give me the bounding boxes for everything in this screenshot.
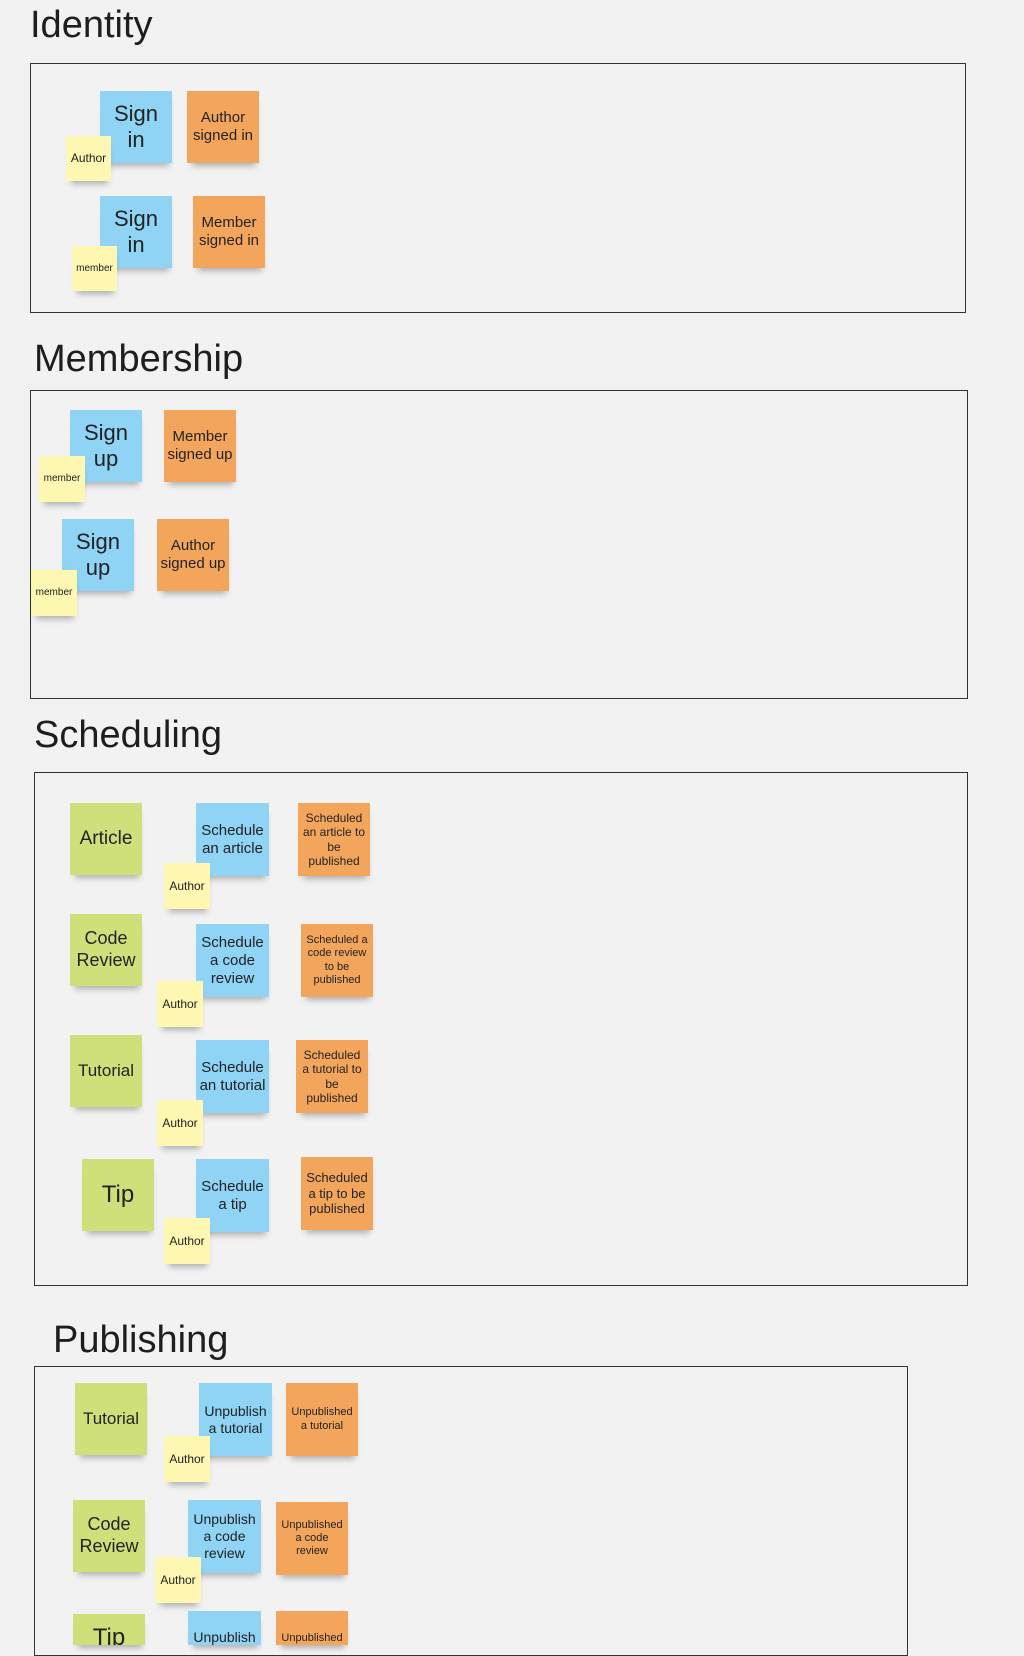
- membership-frame[interactable]: [30, 390, 968, 699]
- identity-frame[interactable]: [30, 63, 966, 313]
- event-sticky-member-signed-up[interactable]: Member signed up: [164, 410, 236, 482]
- actor-sticky-member[interactable]: member: [72, 246, 117, 291]
- actor-sticky-author[interactable]: Author: [164, 1436, 210, 1482]
- actor-sticky-author[interactable]: Author: [157, 981, 203, 1027]
- actor-sticky-author[interactable]: Author: [164, 863, 210, 909]
- command-sticky-unpublish-tutorial[interactable]: Unpublish a tutorial: [199, 1383, 272, 1456]
- aggregate-sticky-tip[interactable]: Tip: [73, 1614, 145, 1645]
- event-sticky-unpublished-code-review[interactable]: Unpublished a code review: [276, 1502, 348, 1575]
- actor-sticky-author[interactable]: Author: [155, 1557, 201, 1603]
- actor-sticky-member[interactable]: member: [31, 570, 77, 616]
- command-sticky-sign-in[interactable]: Sign in: [100, 91, 172, 163]
- event-sticky-unpublished[interactable]: Unpublished: [276, 1611, 348, 1645]
- command-sticky-schedule-tutorial[interactable]: Schedule an tutorial: [196, 1040, 269, 1113]
- command-sticky-unpublish-code-review[interactable]: Unpublish a code review: [188, 1500, 261, 1573]
- actor-sticky-author[interactable]: Author: [164, 1218, 210, 1264]
- actor-sticky-author[interactable]: Author: [66, 136, 111, 181]
- actor-sticky-author[interactable]: Author: [157, 1100, 203, 1146]
- section-title-scheduling: Scheduling: [34, 714, 223, 756]
- aggregate-sticky-tip[interactable]: Tip: [82, 1159, 154, 1231]
- actor-sticky-member[interactable]: member: [39, 456, 85, 502]
- aggregate-sticky-code-review[interactable]: Code Review: [70, 914, 142, 986]
- event-sticky-unpublished-tutorial[interactable]: Unpublished a tutorial: [286, 1383, 358, 1456]
- event-sticky-scheduled-tutorial[interactable]: Scheduled a tutorial to be published: [296, 1040, 368, 1113]
- scheduling-frame[interactable]: [34, 772, 968, 1286]
- event-sticky-scheduled-article[interactable]: Scheduled an article to be published: [298, 803, 370, 876]
- aggregate-sticky-code-review[interactable]: Code Review: [73, 1500, 145, 1572]
- event-sticky-scheduled-code-review[interactable]: Scheduled a code review to be published: [301, 924, 373, 997]
- aggregate-sticky-tutorial[interactable]: Tutorial: [75, 1383, 147, 1455]
- aggregate-sticky-article[interactable]: Article: [70, 803, 142, 875]
- section-title-identity: Identity: [30, 4, 153, 46]
- event-sticky-author-signed-in[interactable]: Author signed in: [187, 91, 259, 163]
- event-sticky-author-signed-up[interactable]: Author signed up: [157, 519, 229, 591]
- command-sticky-unpublish[interactable]: Unpublish: [188, 1611, 261, 1645]
- event-sticky-member-signed-in[interactable]: Member signed in: [193, 196, 265, 268]
- section-title-membership: Membership: [34, 338, 244, 380]
- event-sticky-scheduled-tip[interactable]: Scheduled a tip to be published: [301, 1157, 373, 1230]
- command-sticky-sign-up[interactable]: Sign up: [62, 519, 134, 591]
- command-sticky-schedule-code-review[interactable]: Schedule a code review: [196, 924, 269, 997]
- section-title-publishing: Publishing: [53, 1319, 229, 1361]
- publishing-frame[interactable]: [34, 1366, 908, 1656]
- aggregate-sticky-tutorial[interactable]: Tutorial: [70, 1035, 142, 1107]
